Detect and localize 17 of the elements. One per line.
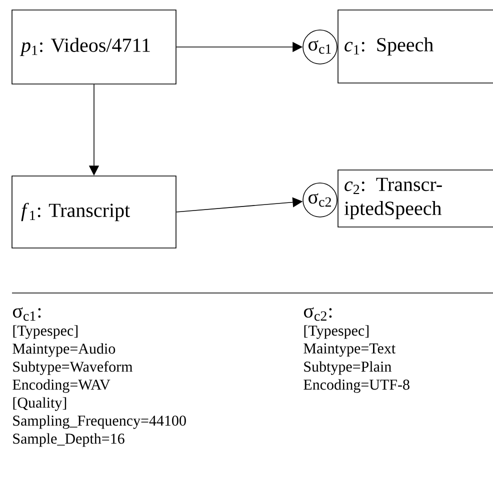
process-box: c$_{1}$: Speech (338, 10, 493, 84)
spec-line: Encoding=WAV (12, 379, 110, 393)
spec-line: Maintype=Text (304, 343, 396, 357)
heading: σ$_{c2}$: (304, 307, 332, 321)
process-box: c$_{2}$: Transcr-iptedSpeech (338, 170, 493, 228)
spec-line: Encoding=UTF-8 (304, 379, 410, 393)
process-box: p$_{1}$: Videos/4711 (12, 10, 176, 84)
heading: σ$_{c1}$: (12, 307, 41, 321)
spec-line: [Typespec] (13, 325, 78, 339)
spec-line: [Typespec] (304, 325, 369, 339)
spec-line: Sampling_Frequency=44100 (13, 415, 186, 429)
spec-line: [Quality] (13, 397, 66, 411)
spec-line: Subtype=Plain (304, 361, 392, 375)
spec-line: Subtype=Waveform (13, 361, 133, 375)
process-box: f$_{1}$: Transcript (12, 176, 176, 248)
spec-line: Sample_Depth=16 (13, 433, 124, 447)
spec-line: Maintype=Audio (12, 343, 116, 357)
